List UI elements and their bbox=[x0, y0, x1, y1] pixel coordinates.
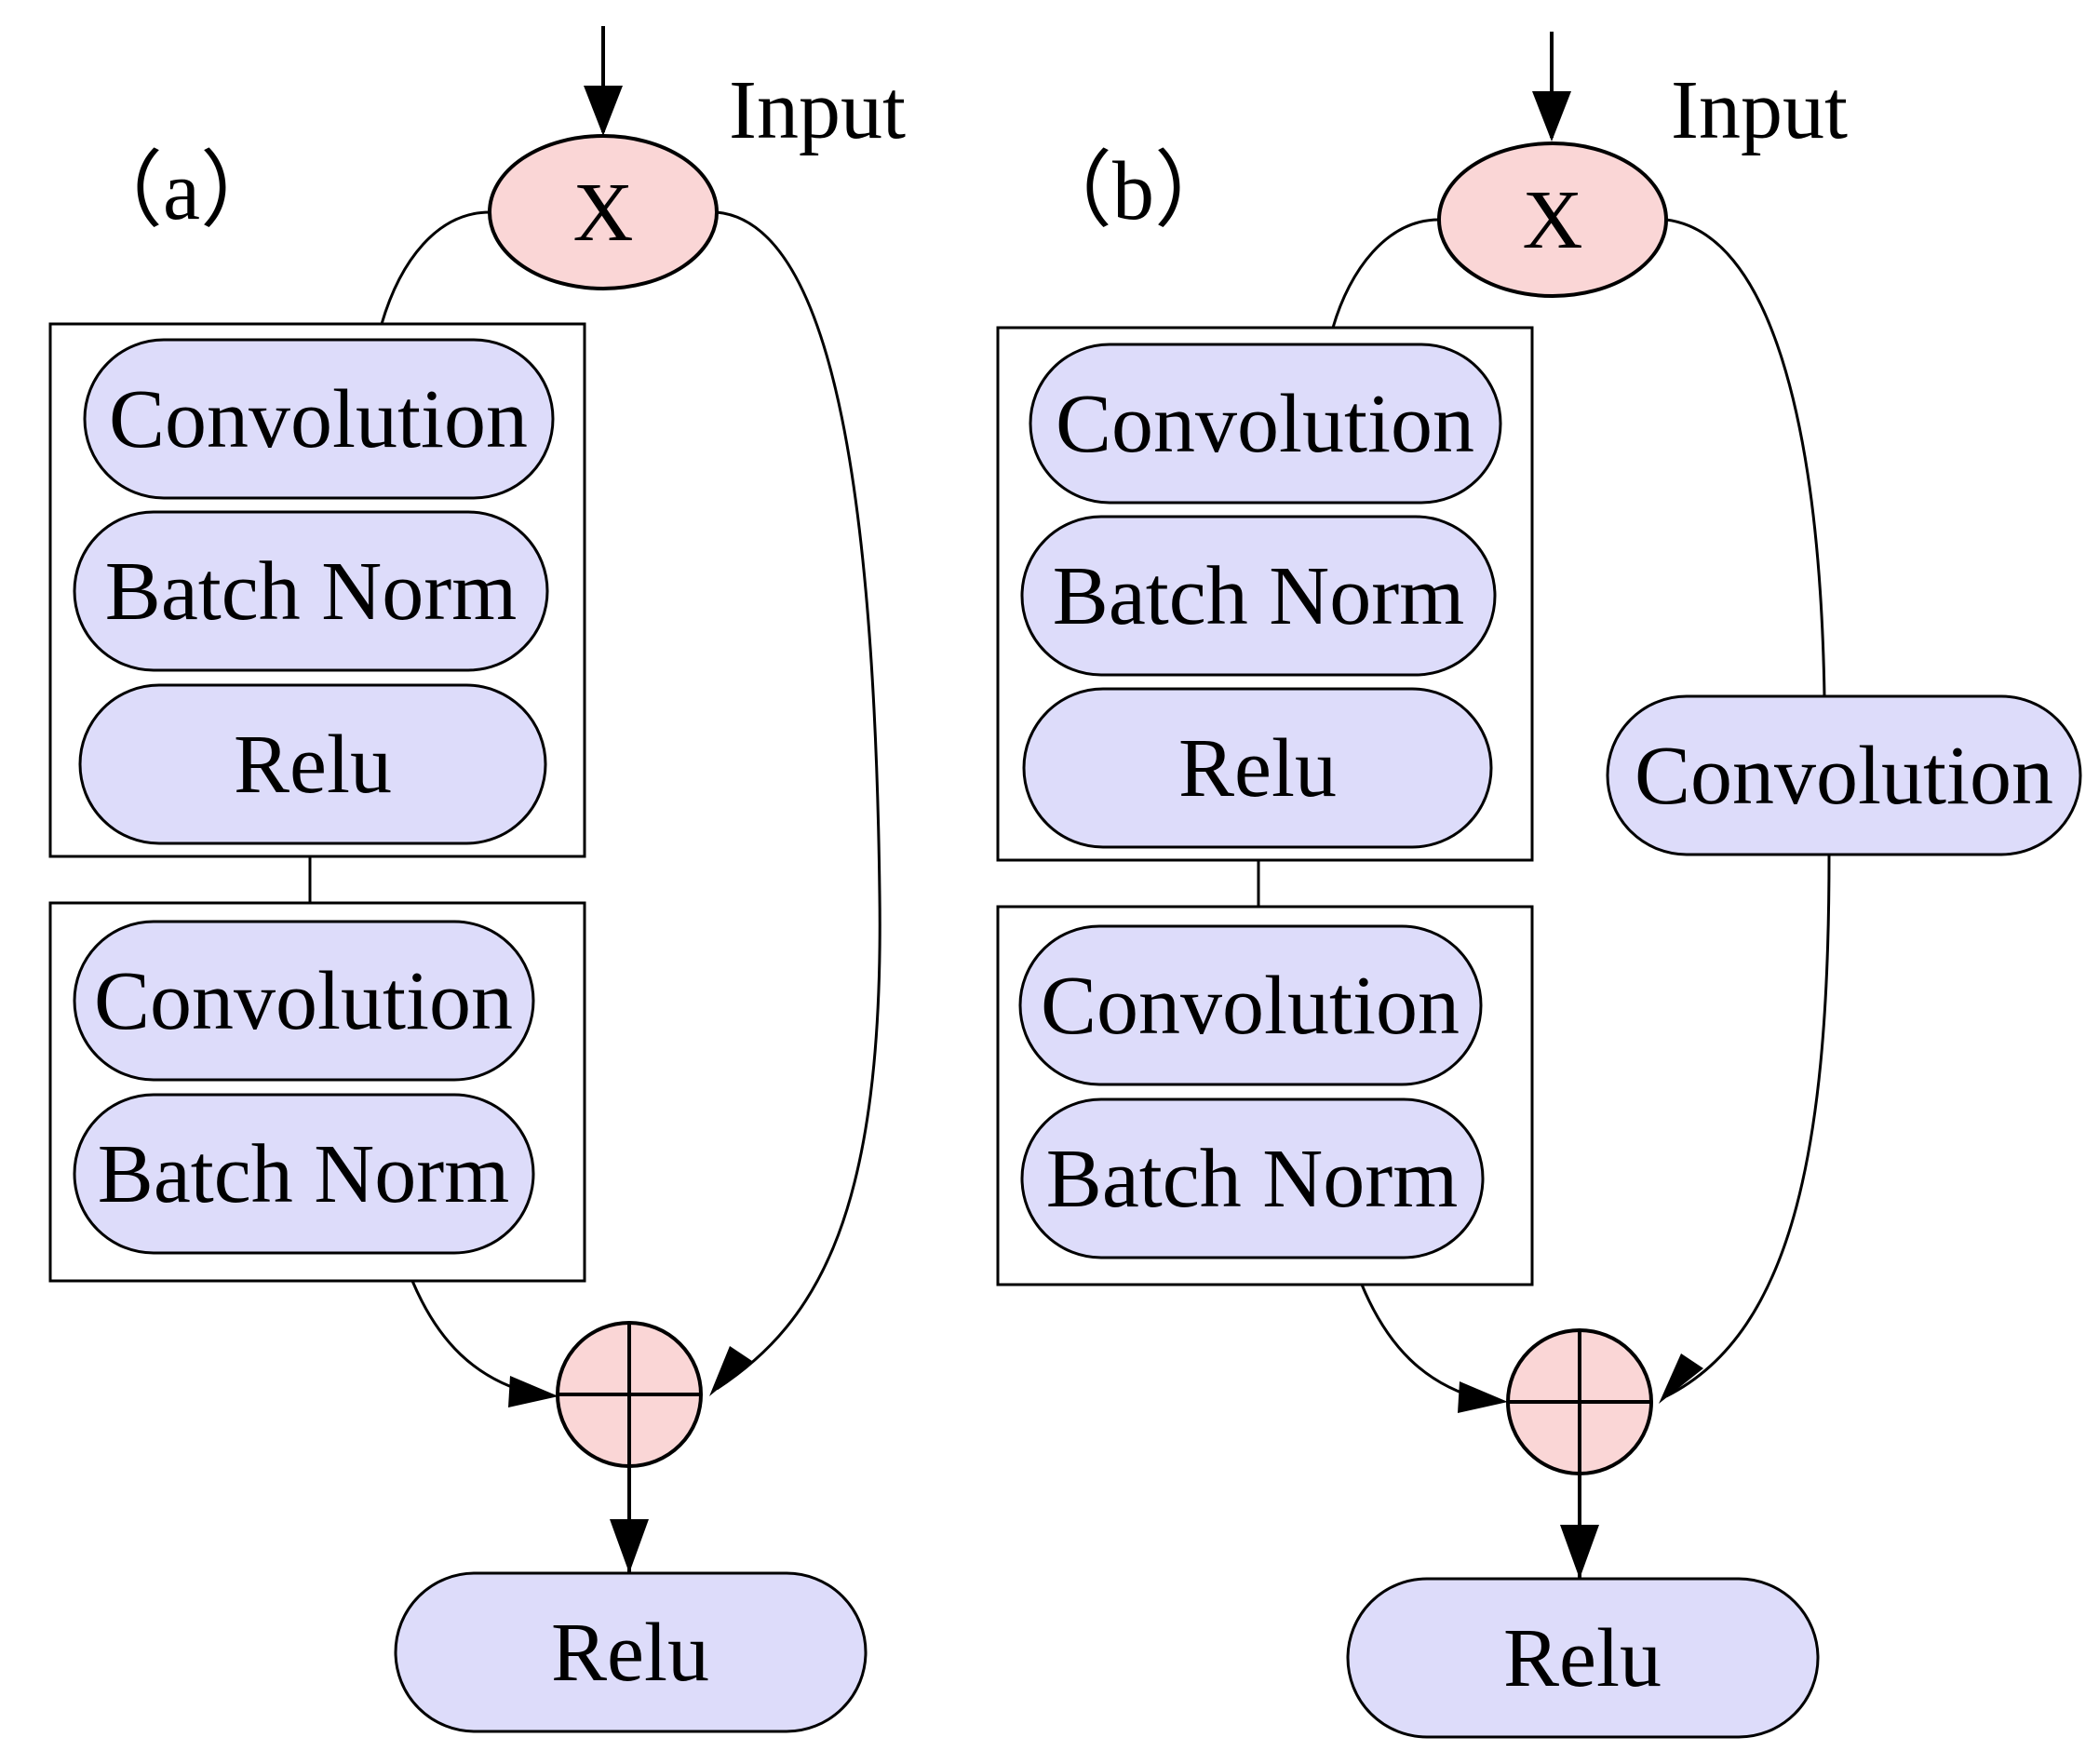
panel-a-output-arrowhead bbox=[610, 1519, 649, 1573]
panel-a: （a） Input X Convolution Batch Norm Relu … bbox=[48, 26, 906, 1733]
panel-b-shortcut-conv bbox=[1606, 694, 2082, 856]
panel-b-block1-relu-label: Relu bbox=[1178, 722, 1337, 815]
panel-a-label: （a） bbox=[79, 145, 284, 237]
panel-b-block1-bn-label: Batch Norm bbox=[1053, 550, 1464, 642]
panel-a-block2-conv bbox=[73, 920, 535, 1082]
panel-a-edge-x-to-block1 bbox=[380, 210, 491, 325]
panel-a-block2-bn-label: Batch Norm bbox=[98, 1128, 509, 1220]
panel-a-block1-bn-label: Batch Norm bbox=[105, 545, 517, 638]
panel-a-block1-relu bbox=[78, 683, 547, 845]
panel-a-output-relu bbox=[394, 1571, 868, 1733]
panel-b-block1-relu bbox=[1022, 687, 1493, 849]
panel-a-output-relu-label: Relu bbox=[551, 1607, 709, 1699]
panel-b-edge-x-to-shortcut bbox=[1665, 218, 1826, 697]
panel-b-edge-x-to-block1 bbox=[1331, 218, 1440, 329]
panel-a-block1-bn bbox=[73, 510, 549, 672]
panel-b-output-relu-label: Relu bbox=[1503, 1612, 1662, 1704]
circle-plus-icon bbox=[1506, 1328, 1653, 1475]
panel-b-block1-conv bbox=[1029, 343, 1502, 505]
panel-b-block2-conv-label: Convolution bbox=[1041, 960, 1460, 1052]
panel-b-block2-bn bbox=[1020, 1097, 1485, 1259]
panel-b-block1-bn bbox=[1020, 515, 1497, 677]
panel-a-block2-conv-label: Convolution bbox=[94, 955, 513, 1047]
panel-b: （b） Input X Convolution Batch Norm Relu … bbox=[996, 32, 2082, 1739]
panel-a-block2-bn bbox=[73, 1093, 535, 1255]
panel-b-input-node-label: X bbox=[1523, 174, 1583, 266]
panel-a-input-node-label: X bbox=[573, 167, 634, 259]
panel-b-main-arrowhead bbox=[1458, 1381, 1508, 1413]
panel-a-block1-conv-label: Convolution bbox=[109, 373, 528, 465]
circle-plus-icon bbox=[556, 1321, 703, 1468]
panel-a-block1-relu-label: Relu bbox=[234, 719, 392, 811]
panel-a-input-label: Input bbox=[729, 64, 906, 156]
panel-b-shortcut-conv-label: Convolution bbox=[1635, 730, 2053, 822]
panel-b-edge-block2-to-add bbox=[1360, 1284, 1486, 1402]
panel-a-main-arrowhead bbox=[508, 1376, 558, 1407]
panel-a-block1-conv bbox=[83, 338, 555, 500]
panel-b-output-relu bbox=[1346, 1577, 1820, 1739]
panel-b-block2-bn-label: Batch Norm bbox=[1046, 1133, 1458, 1225]
panel-b-input-label: Input bbox=[1671, 64, 1848, 156]
panel-a-edge-block2-to-add bbox=[410, 1280, 536, 1396]
panel-a-input-arrowhead bbox=[584, 86, 623, 136]
panel-b-label: （b） bbox=[1029, 145, 1238, 237]
panel-b-input-arrowhead bbox=[1532, 91, 1571, 141]
panel-a-skip-edge bbox=[716, 210, 881, 1391]
panel-b-shortcut-edge bbox=[1665, 854, 1831, 1398]
panel-b-block1-conv-label: Convolution bbox=[1056, 378, 1474, 470]
panel-b-shortcut-arrowhead bbox=[1659, 1353, 1703, 1404]
panel-a-skip-arrowhead bbox=[709, 1346, 752, 1396]
panel-b-block2-conv bbox=[1018, 924, 1483, 1086]
panel-b-output-arrowhead bbox=[1560, 1525, 1599, 1579]
